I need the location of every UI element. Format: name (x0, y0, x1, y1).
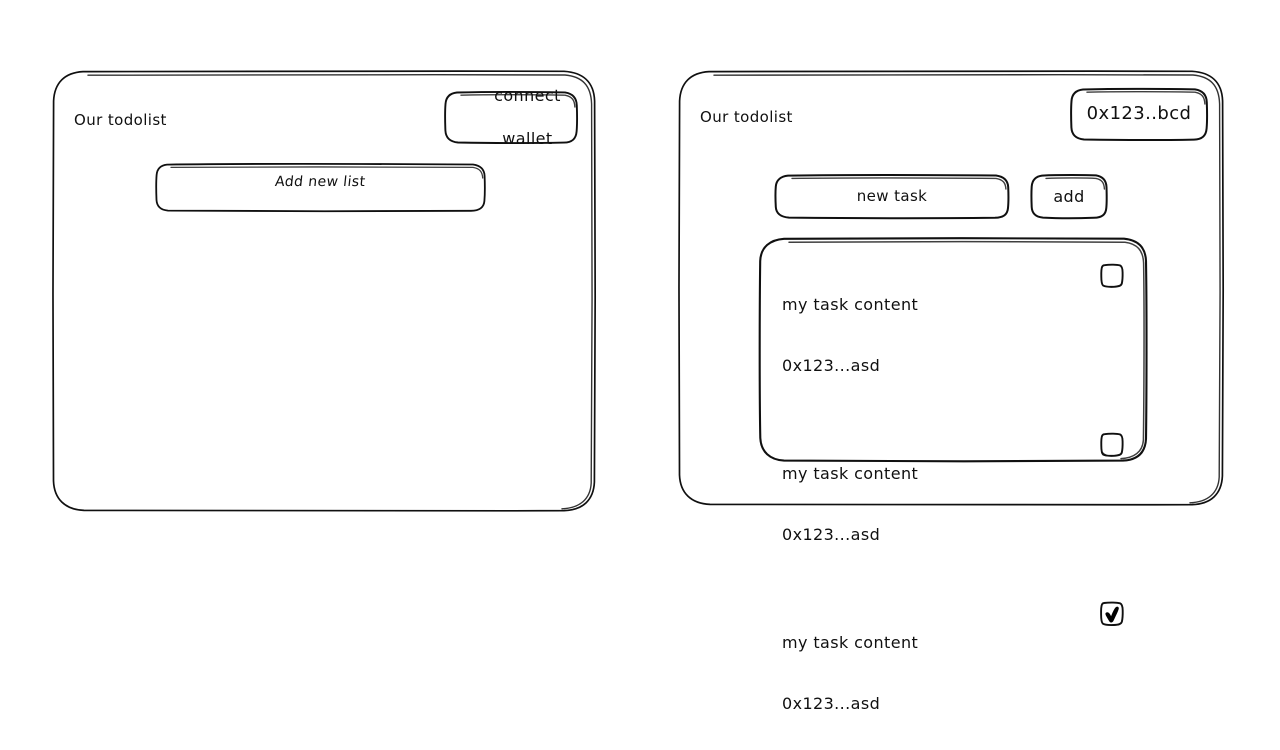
task-content: my task content (782, 295, 919, 314)
connect-wallet-button[interactable]: connect wallet (444, 86, 578, 148)
task-content: my task content (782, 464, 919, 483)
add-task-button[interactable]: add (1030, 174, 1108, 219)
add-new-list-label: Add new list (274, 174, 367, 190)
panel-connected-state: Our todolist 0x123..bcd new task add (678, 70, 1224, 712)
task-list-card: my task content 0x123...asd my task cont… (758, 237, 1148, 712)
add-new-list-button[interactable]: Add new list (155, 163, 486, 212)
checkbox-checked-icon[interactable] (1100, 601, 1124, 627)
task-row[interactable]: my task content 0x123...asd (758, 428, 1148, 581)
page-title: Our todolist (700, 108, 793, 126)
task-owner-address: 0x123...asd (782, 694, 881, 713)
task-list: my task content 0x123...asd my task cont… (758, 237, 1148, 712)
checkbox-empty-icon[interactable] (1100, 432, 1124, 458)
wallet-address-button[interactable]: 0x123..bcd (1070, 88, 1208, 141)
add-task-button-label: add (1053, 186, 1085, 206)
page-title: Our todolist (74, 111, 167, 129)
task-content: my task content (782, 633, 919, 652)
task-owner-address: 0x123...asd (782, 356, 881, 375)
checkbox-empty-icon[interactable] (1100, 263, 1124, 289)
new-task-input[interactable]: new task (774, 174, 1010, 219)
task-text: my task content 0x123...asd (782, 428, 918, 581)
panel-disconnected-state: Our todolist connect wallet Add new list (52, 70, 596, 512)
task-text: my task content 0x123...asd (782, 597, 918, 750)
wallet-address-label: 0x123..bcd (1086, 103, 1192, 125)
task-row[interactable]: my task content 0x123...asd (758, 259, 1148, 412)
connect-wallet-label-line1: connect (494, 86, 561, 106)
task-owner-address: 0x123...asd (782, 525, 881, 544)
new-task-input-value: new task (856, 187, 928, 206)
task-text: my task content 0x123...asd (782, 259, 918, 412)
connect-wallet-label-line2: wallet (502, 129, 553, 149)
task-row[interactable]: my task content 0x123...asd (758, 597, 1148, 750)
